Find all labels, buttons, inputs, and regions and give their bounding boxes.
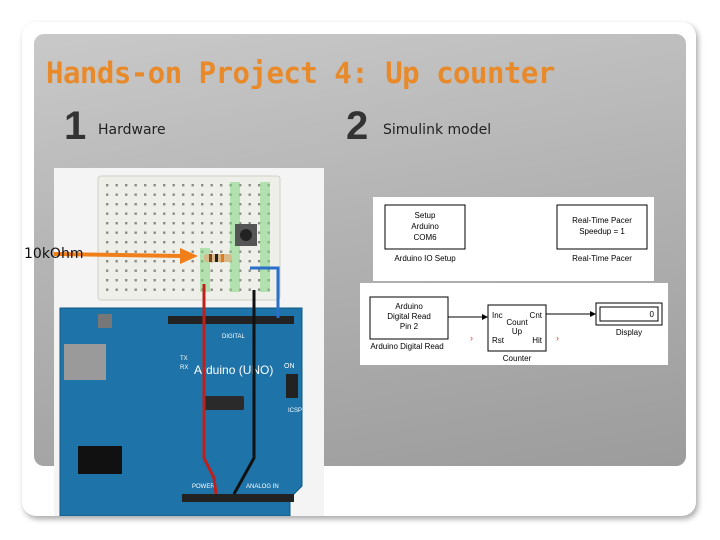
svg-text:›: › <box>556 333 559 343</box>
svg-text:Pin 2: Pin 2 <box>400 322 419 331</box>
hardware-photo: Arduino (UNO) DIGITAL POWER ANALOG IN ON… <box>54 168 324 516</box>
section-label-hardware: Hardware <box>98 122 166 138</box>
svg-text:›: › <box>470 333 473 343</box>
svg-text:Arduino: Arduino <box>395 302 423 311</box>
svg-text:COM6: COM6 <box>413 233 437 242</box>
red-wire <box>202 284 218 495</box>
svg-text:Speedup = 1: Speedup = 1 <box>579 227 625 236</box>
rx-label: RX <box>180 365 188 371</box>
slide-title: Hands-on Project 4: Up counter <box>46 56 555 90</box>
counter-input-inc: Inc <box>492 311 503 320</box>
section-number-1: 1 <box>64 104 87 148</box>
counter-caption: Counter <box>503 354 532 363</box>
digital-label: DIGITAL <box>222 334 246 340</box>
svg-text:Count: Count <box>506 318 528 327</box>
svg-text:Digital Read: Digital Read <box>387 312 431 321</box>
black-wire <box>232 290 256 495</box>
resistor-arrow <box>54 252 183 258</box>
display-caption: Display <box>616 328 642 337</box>
digital-header <box>168 316 294 324</box>
counter-output-cnt: Cnt <box>530 311 543 320</box>
usb-connector <box>64 344 106 380</box>
blue-wire <box>250 266 280 318</box>
arduino-setup-block[interactable] <box>384 204 466 250</box>
display-value: 0 <box>650 310 655 319</box>
board-name: Arduino (UNO) <box>194 363 273 377</box>
icsp-label: ICSP <box>288 408 302 414</box>
power-analog-header <box>182 494 294 502</box>
counter-output-hit: Hit <box>532 336 543 345</box>
realtime-pacer-block[interactable] <box>556 204 648 250</box>
svg-text:Up: Up <box>512 327 523 336</box>
power-label: POWER <box>192 484 215 490</box>
digital-read-block[interactable] <box>369 296 449 340</box>
section-number-2: 2 <box>346 104 369 148</box>
read-caption: Arduino Digital Read <box>370 342 443 351</box>
tx-label: TX <box>180 356 188 362</box>
on-led-label: ON <box>284 363 295 370</box>
pacer-caption: Real-Time Pacer <box>572 254 632 263</box>
simulink-diagram-panel: Arduino Digital Read Pin 2 Arduino Digit… <box>360 283 668 365</box>
section-label-simulink: Simulink model <box>383 122 492 138</box>
svg-text:Arduino: Arduino <box>411 222 439 231</box>
simulink-setup-panel: Setup Arduino COM6 Arduino IO Setup Real… <box>373 197 654 281</box>
counter-input-rst: Rst <box>492 336 505 345</box>
counter-block[interactable] <box>487 304 547 352</box>
setup-caption: Arduino IO Setup <box>394 254 456 263</box>
resistor-value-label: 10kOhm <box>24 246 84 262</box>
power-jack <box>78 446 122 474</box>
setup-block-line1: Setup <box>415 211 436 220</box>
svg-text:Real-Time Pacer: Real-Time Pacer <box>572 216 632 225</box>
analog-label: ANALOG IN <box>246 484 279 490</box>
